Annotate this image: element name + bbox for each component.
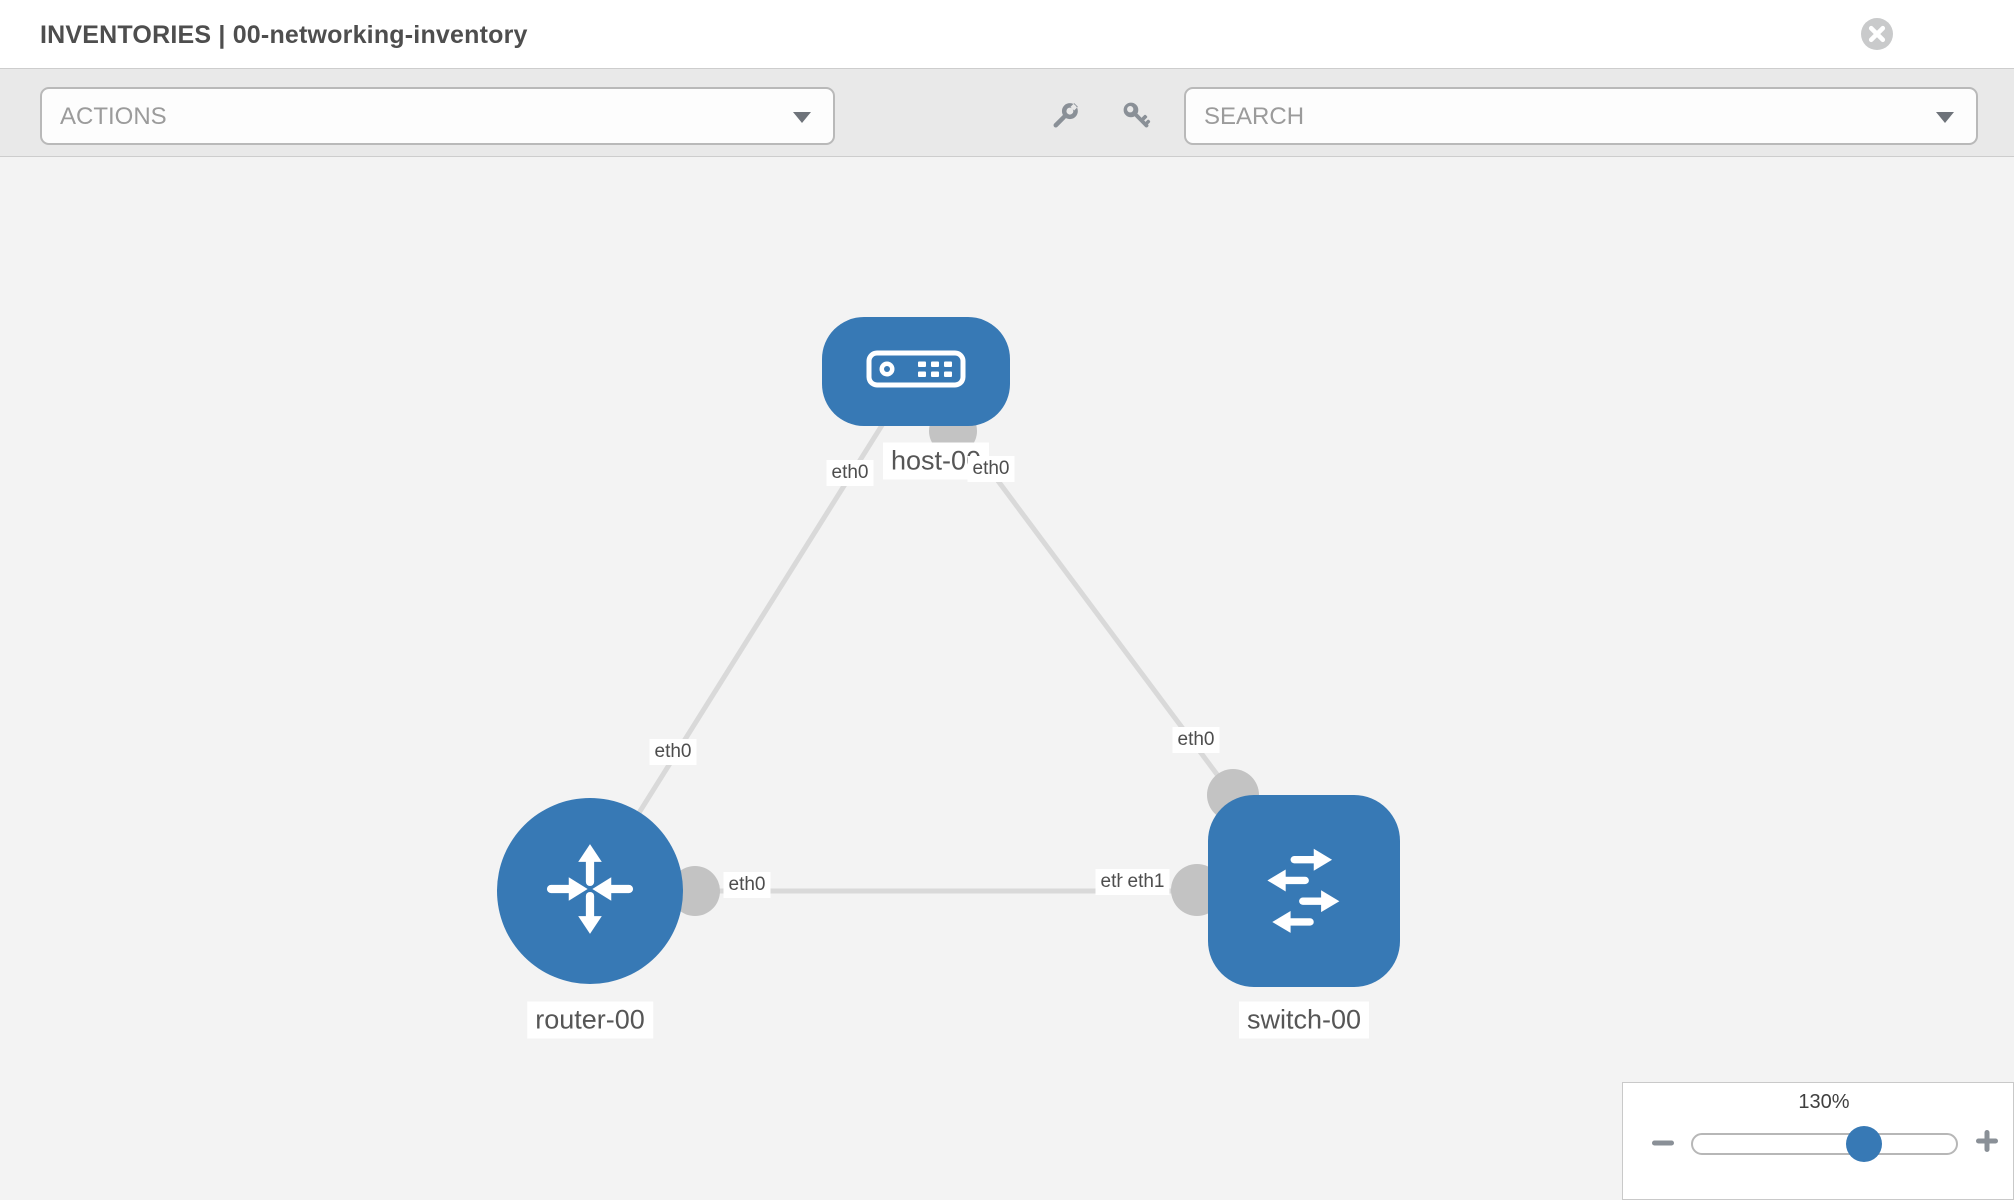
wrench-icon bbox=[1047, 98, 1083, 137]
link-host-router[interactable] bbox=[587, 369, 919, 893]
node-switch-00[interactable] bbox=[1208, 795, 1400, 987]
zoom-level-label: 130% bbox=[1798, 1091, 1850, 1113]
tools-button[interactable] bbox=[1041, 95, 1089, 139]
credentials-button[interactable] bbox=[1113, 95, 1161, 139]
close-icon bbox=[1860, 18, 1894, 54]
node-router-00[interactable] bbox=[497, 798, 683, 984]
interface-label-switch-top: eth0 bbox=[1172, 727, 1220, 753]
search-dropdown[interactable]: SEARCH bbox=[1184, 87, 1978, 145]
server-icon bbox=[866, 350, 966, 393]
key-icon bbox=[1119, 98, 1155, 137]
zoom-slider-thumb[interactable] bbox=[1846, 1126, 1882, 1162]
zoom-panel: 130% bbox=[1622, 1082, 2014, 1200]
switch-arrows-icon bbox=[1243, 828, 1365, 955]
node-label-switch: switch-00 bbox=[1238, 1001, 1370, 1039]
actions-dropdown[interactable]: ACTIONS bbox=[40, 87, 835, 145]
chevron-down-icon bbox=[793, 112, 811, 123]
search-dropdown-label: SEARCH bbox=[1204, 103, 1305, 130]
interface-label-router-top: eth0 bbox=[649, 739, 697, 765]
interface-label-host-right: eth0 bbox=[967, 456, 1015, 482]
router-arrows-icon bbox=[531, 830, 649, 953]
minus-icon bbox=[1650, 1130, 1676, 1159]
actions-dropdown-label: ACTIONS bbox=[60, 103, 167, 130]
interface-label-switch-left-front: eth1 bbox=[1122, 869, 1170, 895]
topology-edges bbox=[587, 369, 1307, 916]
toolbar: ACTIONS SEARCH bbox=[0, 68, 2014, 157]
port-circle-router-right bbox=[670, 866, 720, 916]
chevron-down-icon bbox=[1936, 112, 1954, 123]
header: INVENTORIES | 00-networking-inventory bbox=[0, 0, 2014, 68]
page-title: INVENTORIES | 00-networking-inventory bbox=[40, 21, 528, 49]
interface-label-host-left: eth0 bbox=[826, 460, 874, 486]
topology-canvas[interactable]: host-00 router-00 switch-00 eth0 eth0 et… bbox=[0, 158, 2014, 1200]
interface-label-router-right: eth0 bbox=[723, 872, 771, 898]
node-label-router: router-00 bbox=[527, 1001, 653, 1039]
zoom-out-button[interactable] bbox=[1649, 1130, 1677, 1158]
plus-icon bbox=[1974, 1128, 2000, 1157]
close-button[interactable] bbox=[1860, 17, 1894, 51]
zoom-in-button[interactable] bbox=[1973, 1128, 2001, 1156]
node-host-00[interactable] bbox=[822, 317, 1010, 426]
zoom-slider-track[interactable] bbox=[1691, 1133, 1958, 1155]
